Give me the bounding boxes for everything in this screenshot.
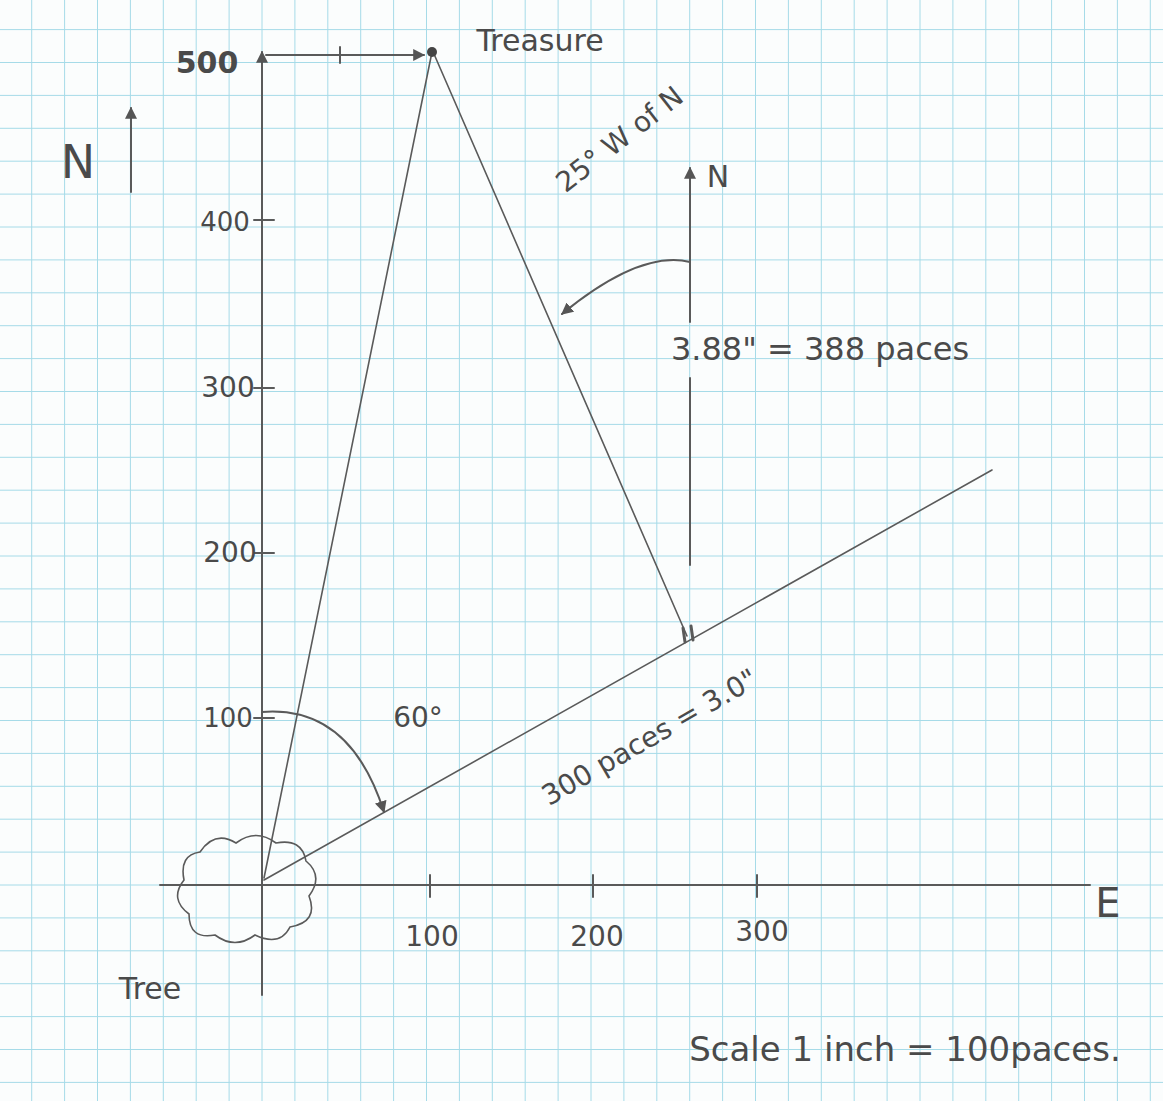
grid-line — [1117, 0, 1118, 1101]
axis-value: 100 — [405, 922, 458, 953]
grid-line — [0, 753, 1163, 754]
axis-value: 400 — [200, 208, 250, 237]
grid-line — [887, 0, 888, 1101]
place-name: Treasure — [476, 24, 603, 57]
grid-line — [0, 588, 1163, 589]
grid-line — [360, 0, 361, 1101]
grid-line — [1084, 0, 1085, 1101]
tick — [756, 875, 758, 897]
grid-line — [393, 0, 394, 1101]
grid-line — [130, 0, 131, 1101]
grid-line — [821, 0, 822, 1101]
grid-line — [0, 227, 1163, 228]
grid-line — [0, 128, 1163, 129]
grid-line — [327, 0, 328, 1101]
grid-line — [0, 95, 1163, 96]
grid-line — [0, 852, 1163, 853]
tick — [339, 47, 341, 63]
grid-line — [97, 0, 98, 1101]
direction-label: E — [1095, 881, 1120, 925]
grid-line — [0, 292, 1163, 293]
grid-line — [0, 424, 1163, 425]
bearing-note: 25° W of N — [551, 81, 690, 199]
grid-line — [0, 654, 1163, 655]
treasure-dot — [427, 47, 437, 57]
grid-line — [459, 0, 460, 1101]
axis-value: 200 — [570, 922, 623, 953]
grid-line — [0, 259, 1163, 260]
grid-line — [689, 0, 690, 1101]
grid-line — [0, 1082, 1163, 1083]
grid-line — [0, 457, 1163, 458]
tick — [429, 875, 431, 897]
grid-line — [0, 490, 1163, 491]
grid-line — [1051, 0, 1052, 1101]
grid-line — [1150, 0, 1151, 1101]
grid-line — [0, 1016, 1163, 1017]
axis-value: 500 — [176, 46, 239, 79]
north-arrow — [130, 108, 132, 192]
grid-line — [854, 0, 855, 1101]
grid-line — [196, 0, 197, 1101]
tick — [254, 717, 274, 719]
pointer-arrow — [266, 54, 424, 56]
axis-value: 200 — [203, 538, 256, 569]
grid-line — [1018, 0, 1019, 1101]
north-axis — [261, 52, 263, 995]
distance-note: 3.88" = 388 paces — [671, 332, 969, 367]
grid-line — [0, 819, 1163, 820]
place-name: Tree — [119, 972, 182, 1005]
grid-line — [985, 0, 986, 1101]
grid-line — [492, 0, 493, 1101]
grid-line — [163, 0, 164, 1101]
grid-line — [920, 0, 921, 1101]
bearing-line — [264, 470, 992, 880]
grid-line — [0, 917, 1163, 918]
north-arrow — [689, 168, 691, 322]
north-arrow — [689, 378, 691, 565]
grid-line — [558, 0, 559, 1101]
angle-arc — [262, 712, 384, 812]
direction-label: N — [61, 137, 95, 188]
grid-line — [0, 62, 1163, 63]
tick — [254, 552, 274, 554]
grid-line — [0, 687, 1163, 688]
axis-value: 100 — [203, 704, 253, 733]
distance-note: 300 paces = 3.0" — [537, 664, 763, 812]
grid-line — [952, 0, 953, 1101]
grid-line — [0, 194, 1163, 195]
tick — [592, 875, 594, 897]
second-leg-line — [434, 54, 687, 636]
angle-arrow — [562, 260, 690, 314]
scale-note: Scale 1 inch = 100paces. — [689, 1031, 1121, 1068]
axis-value: 300 — [735, 917, 788, 948]
grid-line — [31, 0, 32, 1101]
tree-treasure-line — [264, 52, 432, 878]
grid-line — [0, 358, 1163, 359]
grid-line — [0, 523, 1163, 524]
pace-mark — [691, 626, 693, 640]
tick — [254, 387, 274, 389]
grid-line — [0, 720, 1163, 721]
axis-value: 300 — [201, 373, 254, 404]
grid-line — [0, 325, 1163, 326]
grid-line — [525, 0, 526, 1101]
east-axis — [160, 884, 1090, 886]
grid-line — [0, 885, 1163, 886]
pace-mark — [683, 628, 685, 642]
tick — [254, 219, 274, 221]
angle-label: 60° — [393, 703, 443, 734]
grid-line — [262, 0, 263, 1101]
direction-label: N — [707, 160, 729, 193]
tree-symbol — [178, 836, 316, 943]
grid-line — [294, 0, 295, 1101]
grid-line — [656, 0, 657, 1101]
grid-line — [0, 556, 1163, 557]
grid-line — [0, 621, 1163, 622]
